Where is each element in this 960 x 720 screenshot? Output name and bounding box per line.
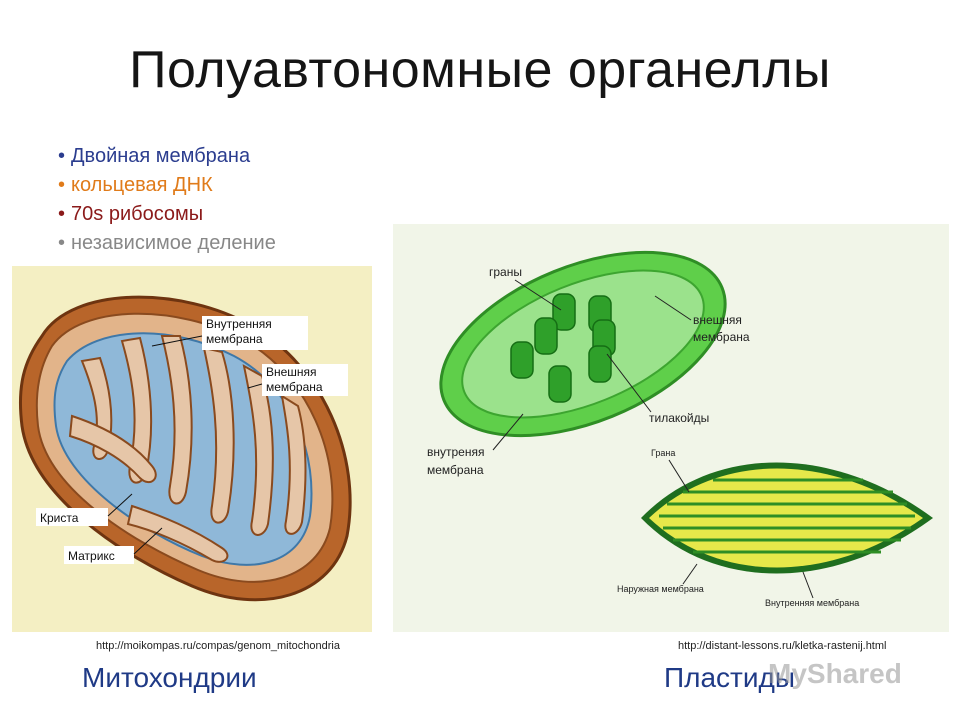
bullet-text: Двойная мембрана [71,145,251,167]
watermark-logo: MyShared [768,658,902,689]
mito-labels: Внутренняя мембрана Внешняя мембрана Кри… [36,316,348,564]
bullet-independent-division: •независимое деление [58,232,276,254]
grana-stacks [510,293,616,403]
chloroplast-inner [461,269,705,419]
label-thylakoids: тилакойды [649,411,709,425]
cross-section-thylakoids [659,478,915,554]
label-grana: граны [489,265,522,279]
bullet-double-membrane: •Двойная мембрана [58,145,251,167]
cristae [68,335,307,563]
label-outer-membrane-line1: Внешняя [266,365,317,379]
plastids-caption: Пластиды [664,662,795,693]
label-grana-small: Грана [651,448,675,458]
bullet-text: независимое деление [71,232,276,254]
bullet-text: кольцевая ДНК [71,174,213,196]
mitochondrion-illustration: Внутренняя мембрана Внешняя мембрана Кри… [12,266,372,632]
label-outer-membrane-line2: мембрана [693,330,750,344]
bullet-text: 70s рибосомы [71,203,204,225]
label-outer-membrane-small: Наружная мембрана [617,584,704,594]
label-inner-membrane-small: Внутренняя мембрана [765,598,859,608]
bullet-circular-dna: •кольцевая ДНК [58,174,213,196]
plastids-source-link[interactable]: http://distant-lessons.ru/kletka-rasteni… [678,640,887,652]
chloroplast-svg: граны внешняя мембрана тилакойды внутрен… [427,250,933,608]
label-inner-membrane-line2: мембрана [427,463,484,477]
chloroplast-illustration: граны внешняя мембрана тилакойды внутрен… [393,224,949,632]
label-outer-membrane-line1: внешняя [693,313,742,327]
label-inner-membrane-line2: мембрана [206,332,263,346]
label-crista: Криста [40,511,79,525]
label-inner-membrane-line1: Внутренняя [206,317,272,331]
mitochondrion-svg: Внутренняя мембрана Внешняя мембрана Кри… [18,295,352,602]
cross-section-labels: Грана Наружная мембрана Внутренняя мембр… [617,448,859,608]
chloroplast-labels: граны внешняя мембрана тилакойды внутрен… [427,265,750,477]
mitochondria-source-link[interactable]: http://moikompas.ru/compas/genom_mitocho… [96,640,340,652]
label-inner-membrane-line1: внутреняя [427,445,484,459]
bullet-70s-ribosomes: •70s рибосомы [58,203,204,225]
label-outer-membrane-line2: мембрана [266,380,323,394]
mitochondria-caption: Митохондрии [82,662,257,693]
label-matrix: Матрикс [68,549,115,563]
bullet-list: •Двойная мембрана •кольцевая ДНК •70s ри… [58,142,276,258]
slide-title: Полуавтономные органеллы [129,41,831,99]
